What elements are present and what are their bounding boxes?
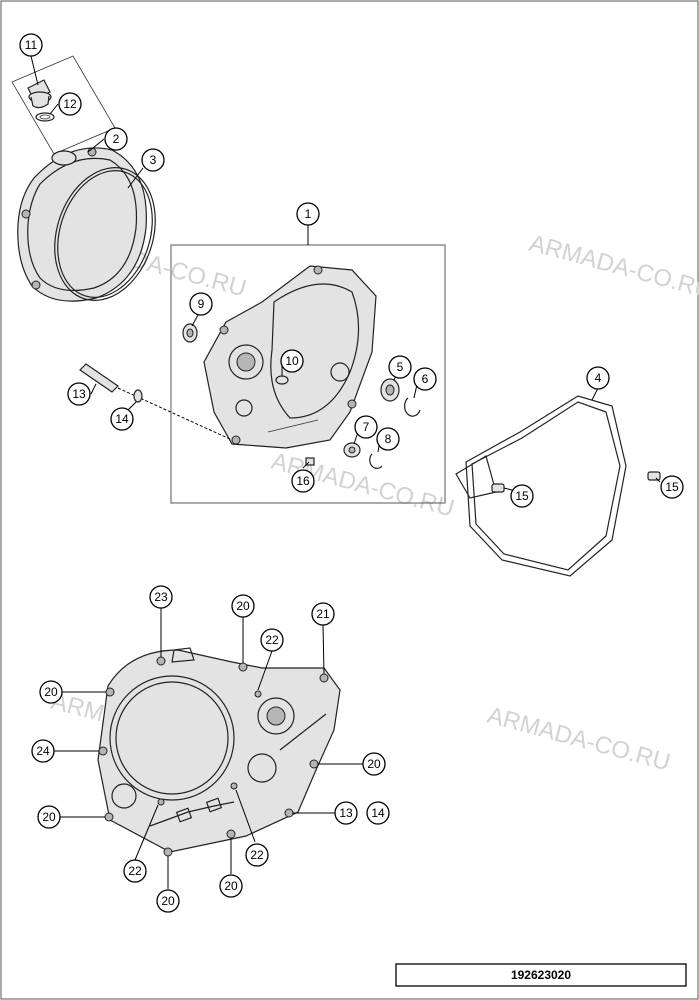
screw-16: [305, 457, 315, 466]
svg-text:23: 23: [154, 590, 168, 604]
clutch-cover: [17, 147, 147, 302]
callout-9: 9: [189, 292, 213, 316]
svg-text:9: 9: [198, 297, 205, 311]
svg-text:20: 20: [367, 757, 381, 771]
svg-text:20: 20: [42, 810, 56, 824]
svg-text:6: 6: [422, 372, 429, 386]
bearing-5: [380, 378, 400, 402]
callout-3: 3: [141, 148, 165, 172]
diagram-id: 192623020: [511, 968, 571, 982]
callout-14-bottom: 14: [366, 801, 390, 825]
svg-text:5: 5: [397, 360, 404, 374]
callout-13-top: 13: [67, 382, 91, 406]
callout-14-top: 14: [110, 407, 134, 431]
callout-24: 24: [31, 739, 55, 763]
svg-text:21: 21: [316, 607, 330, 621]
callout-10: 10: [280, 349, 304, 373]
svg-text:20: 20: [161, 894, 175, 908]
diagram-id-box: 192623020: [395, 963, 687, 987]
svg-text:7: 7: [363, 420, 370, 434]
svg-text:14: 14: [371, 806, 385, 820]
callout-12: 12: [58, 92, 82, 116]
callout-22-right: 22: [245, 843, 269, 867]
callout-1: 1: [296, 202, 320, 226]
clutch-cover-gasket: [54, 167, 156, 301]
watermark-2: ARMADA-CO.RU: [526, 230, 699, 305]
seal-7: [343, 442, 361, 458]
leader-lines: [30, 55, 661, 889]
svg-text:10: 10: [285, 354, 299, 368]
callout-2: 2: [104, 127, 128, 151]
bushing-10: [275, 375, 289, 385]
callout-15-right: 15: [660, 475, 684, 499]
callout-20-bottom-right: 20: [219, 874, 243, 898]
cover-gasket-4: [455, 395, 627, 577]
callout-16: 16: [291, 469, 315, 493]
callout-11: 11: [19, 33, 43, 57]
svg-text:24: 24: [36, 744, 50, 758]
callout-20-left-top: 20: [39, 680, 63, 704]
svg-text:8: 8: [385, 432, 392, 446]
svg-text:22: 22: [128, 864, 142, 878]
callout-13-bottom: 13: [334, 801, 358, 825]
callout-23: 23: [149, 585, 173, 609]
callout-21: 21: [311, 602, 335, 626]
oil-cap-detail: [11, 55, 116, 155]
callout-7: 7: [354, 415, 378, 439]
circlip-8: [369, 453, 383, 469]
washer-14: [133, 389, 143, 403]
dowel-pins-15: [491, 471, 661, 493]
callout-20-left-bottom: 20: [37, 805, 61, 829]
svg-text:15: 15: [515, 489, 529, 503]
svg-text:12: 12: [63, 97, 77, 111]
svg-text:20: 20: [236, 599, 250, 613]
callout-22-top: 22: [260, 628, 284, 652]
callout-5: 5: [388, 355, 412, 379]
callout-20-right: 20: [362, 752, 386, 776]
svg-text:11: 11: [25, 38, 38, 52]
svg-text:20: 20: [44, 685, 58, 699]
svg-text:22: 22: [250, 848, 264, 862]
callout-6: 6: [413, 367, 437, 391]
callout-15-left: 15: [510, 484, 534, 508]
seal-9: [182, 323, 198, 343]
watermark-5: ARMADA-CO.RU: [484, 702, 673, 777]
callout-8: 8: [376, 427, 400, 451]
svg-text:2: 2: [113, 132, 120, 146]
svg-text:22: 22: [265, 633, 279, 647]
svg-text:16: 16: [296, 474, 310, 488]
svg-text:3: 3: [150, 153, 157, 167]
svg-text:4: 4: [595, 371, 602, 385]
svg-text:1: 1: [305, 207, 312, 221]
callouts: 11 12 2 3 1 9 10 5 6 7 8 16 13 14 4 15 1…: [19, 33, 684, 913]
svg-text:13: 13: [72, 387, 86, 401]
assembled-clutch-cover: [97, 647, 341, 857]
svg-text:13: 13: [339, 806, 353, 820]
svg-text:20: 20: [224, 879, 238, 893]
circlip-6: [404, 397, 421, 417]
callout-4: 4: [586, 366, 610, 390]
callout-20-top: 20: [231, 594, 255, 618]
callout-20-bottom-left: 20: [156, 889, 180, 913]
callout-22-left: 22: [123, 859, 147, 883]
svg-text:14: 14: [115, 412, 129, 426]
svg-text:15: 15: [665, 480, 679, 494]
